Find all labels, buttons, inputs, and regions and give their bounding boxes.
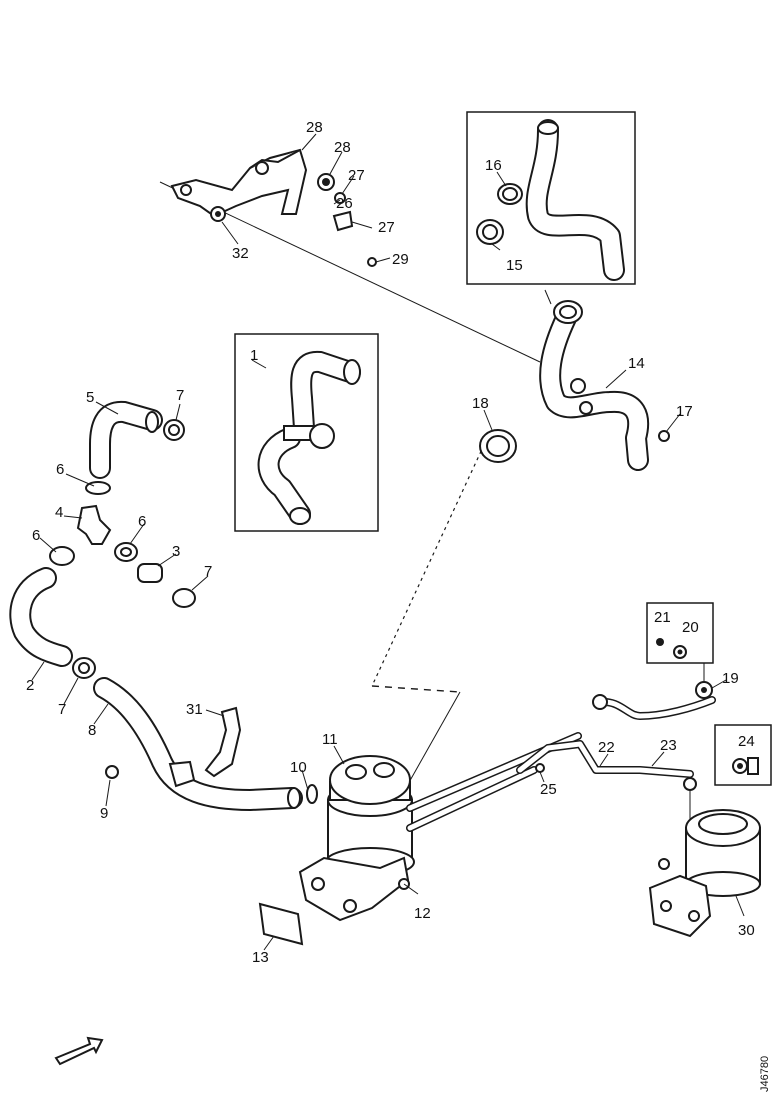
callout-32: 32 (232, 245, 249, 262)
callout-12: 12 (414, 905, 431, 922)
callout-29: 29 (392, 251, 409, 268)
callouts: 1 2 3 4 5 6 6 6 7 7 7 8 9 10 11 12 13 14… (26, 119, 755, 966)
reservoir-30 (648, 809, 761, 938)
callout-27a: 27 (348, 167, 365, 184)
callout-6a: 6 (56, 461, 64, 478)
pipe-25-group (406, 681, 716, 832)
callout-22: 22 (598, 739, 615, 756)
callout-1: 1 (250, 347, 258, 364)
callout-19: 19 (722, 670, 739, 687)
callout-24: 24 (738, 733, 755, 750)
callout-6b: 6 (32, 527, 40, 544)
callout-20: 20 (682, 619, 699, 636)
callout-31: 31 (186, 701, 203, 718)
left-hose-group (9, 400, 318, 811)
callout-6c: 6 (138, 513, 146, 530)
coolant-tank-11 (258, 755, 419, 946)
callout-3: 3 (172, 543, 180, 560)
callout-25: 25 (540, 781, 557, 798)
callout-21: 21 (654, 609, 671, 626)
callout-8: 8 (88, 722, 96, 739)
callout-26: 26 (336, 195, 353, 212)
callout-14: 14 (628, 355, 645, 372)
callout-9: 9 (100, 805, 108, 822)
callout-23: 23 (660, 737, 677, 754)
callout-7a: 7 (176, 387, 184, 404)
inset-hose-15-16 (466, 111, 636, 285)
inset-hose-assembly-1 (234, 333, 379, 532)
callout-7c: 7 (58, 701, 66, 718)
callout-15: 15 (506, 257, 523, 274)
callout-17: 17 (676, 403, 693, 420)
callout-5: 5 (86, 389, 94, 406)
callout-4: 4 (55, 504, 63, 521)
callout-18: 18 (472, 395, 489, 412)
callout-28a: 28 (306, 119, 323, 136)
callout-16: 16 (485, 157, 502, 174)
callout-7b: 7 (204, 563, 212, 580)
callout-30: 30 (738, 922, 755, 939)
upper-bracket-assembly (170, 148, 377, 267)
hose-14-group (479, 300, 670, 471)
callout-leaders (31, 133, 745, 951)
callout-13: 13 (252, 949, 269, 966)
inset-box-20-21 (646, 602, 714, 664)
callout-27b: 27 (378, 219, 395, 236)
callout-28b: 28 (334, 139, 351, 156)
callout-11: 11 (322, 731, 338, 748)
inset-box-24 (714, 724, 772, 786)
reference-code: J46780 (759, 1056, 771, 1092)
arrow-icon (54, 1036, 104, 1066)
callout-2: 2 (26, 677, 34, 694)
callout-10: 10 (290, 759, 307, 776)
